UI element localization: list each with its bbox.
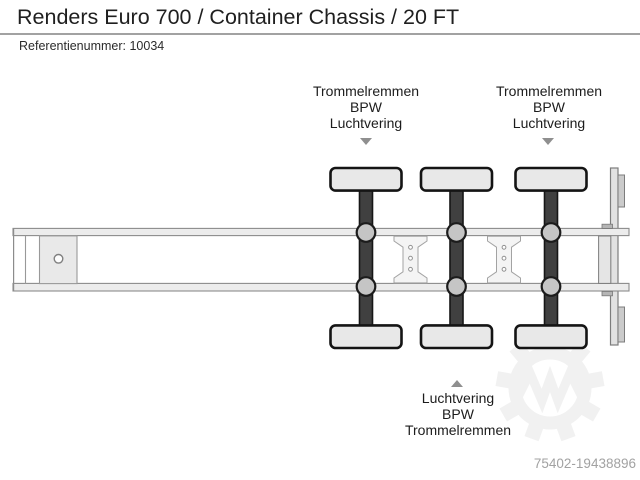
kingpin-plate (38, 235, 78, 285)
axle-3-airbag-bottom (540, 276, 562, 297)
axle-2 (419, 166, 494, 350)
axle-2-wheel-bottom (419, 324, 494, 350)
title-divider (0, 33, 640, 35)
axle-1-wheel-top (329, 166, 403, 192)
label-axle-rear: Trommelremmen BPW Luchtvering (464, 83, 634, 131)
arrow-down-icon (542, 138, 554, 145)
rear-lock-tab-top (601, 223, 613, 229)
arrow-up-icon (451, 380, 463, 387)
axle-1 (329, 166, 403, 350)
axle-1-airbag-top (355, 222, 377, 243)
arrow-down-icon (360, 138, 372, 145)
axle-1-airbag-bottom (355, 276, 377, 297)
reference-number: Referentienummer: 10034 (19, 39, 165, 53)
frame-interior-details (24, 223, 613, 297)
label-line: BPW (350, 99, 382, 115)
label-axle-front: Trommelremmen BPW Luchtvering (281, 83, 451, 131)
crossmember-1 (393, 235, 428, 284)
kingpin (53, 253, 64, 264)
label-line: Luchtvering (512, 115, 586, 131)
axle-2-airbag-bottom (446, 276, 467, 297)
label-line: BPW (442, 406, 474, 422)
axle-2-airbag-top (446, 222, 467, 243)
image-id-number: 75402-19438896 (533, 456, 636, 471)
label-line: Luchtvering (421, 390, 495, 406)
label-line: BPW (533, 99, 565, 115)
rear-lock-tab-bottom (601, 290, 613, 297)
watermark-gear-icon (495, 334, 605, 442)
rear-bumper-assembly (609, 167, 625, 346)
label-line: Luchtvering (329, 115, 403, 131)
page-title: Renders Euro 700 / Container Chassis / 2… (17, 5, 460, 29)
axle-1-wheel-bottom (329, 324, 403, 350)
axle-3-wheel-bottom (514, 324, 588, 350)
axle-3-airbag-top (540, 222, 562, 243)
crossmember-2 (487, 235, 521, 284)
frame-rails (12, 227, 630, 292)
label-line: Trommelremmen (312, 83, 420, 99)
label-axle-middle: Luchtvering BPW Trommelremmen (373, 390, 543, 438)
axle-2-wheel-top (419, 166, 494, 192)
axle-3 (514, 166, 588, 350)
label-line: Trommelremmen (404, 422, 512, 438)
axle-3-wheel-top (514, 166, 588, 192)
rear-crossmember-block (598, 235, 612, 284)
label-line: Trommelremmen (495, 83, 603, 99)
